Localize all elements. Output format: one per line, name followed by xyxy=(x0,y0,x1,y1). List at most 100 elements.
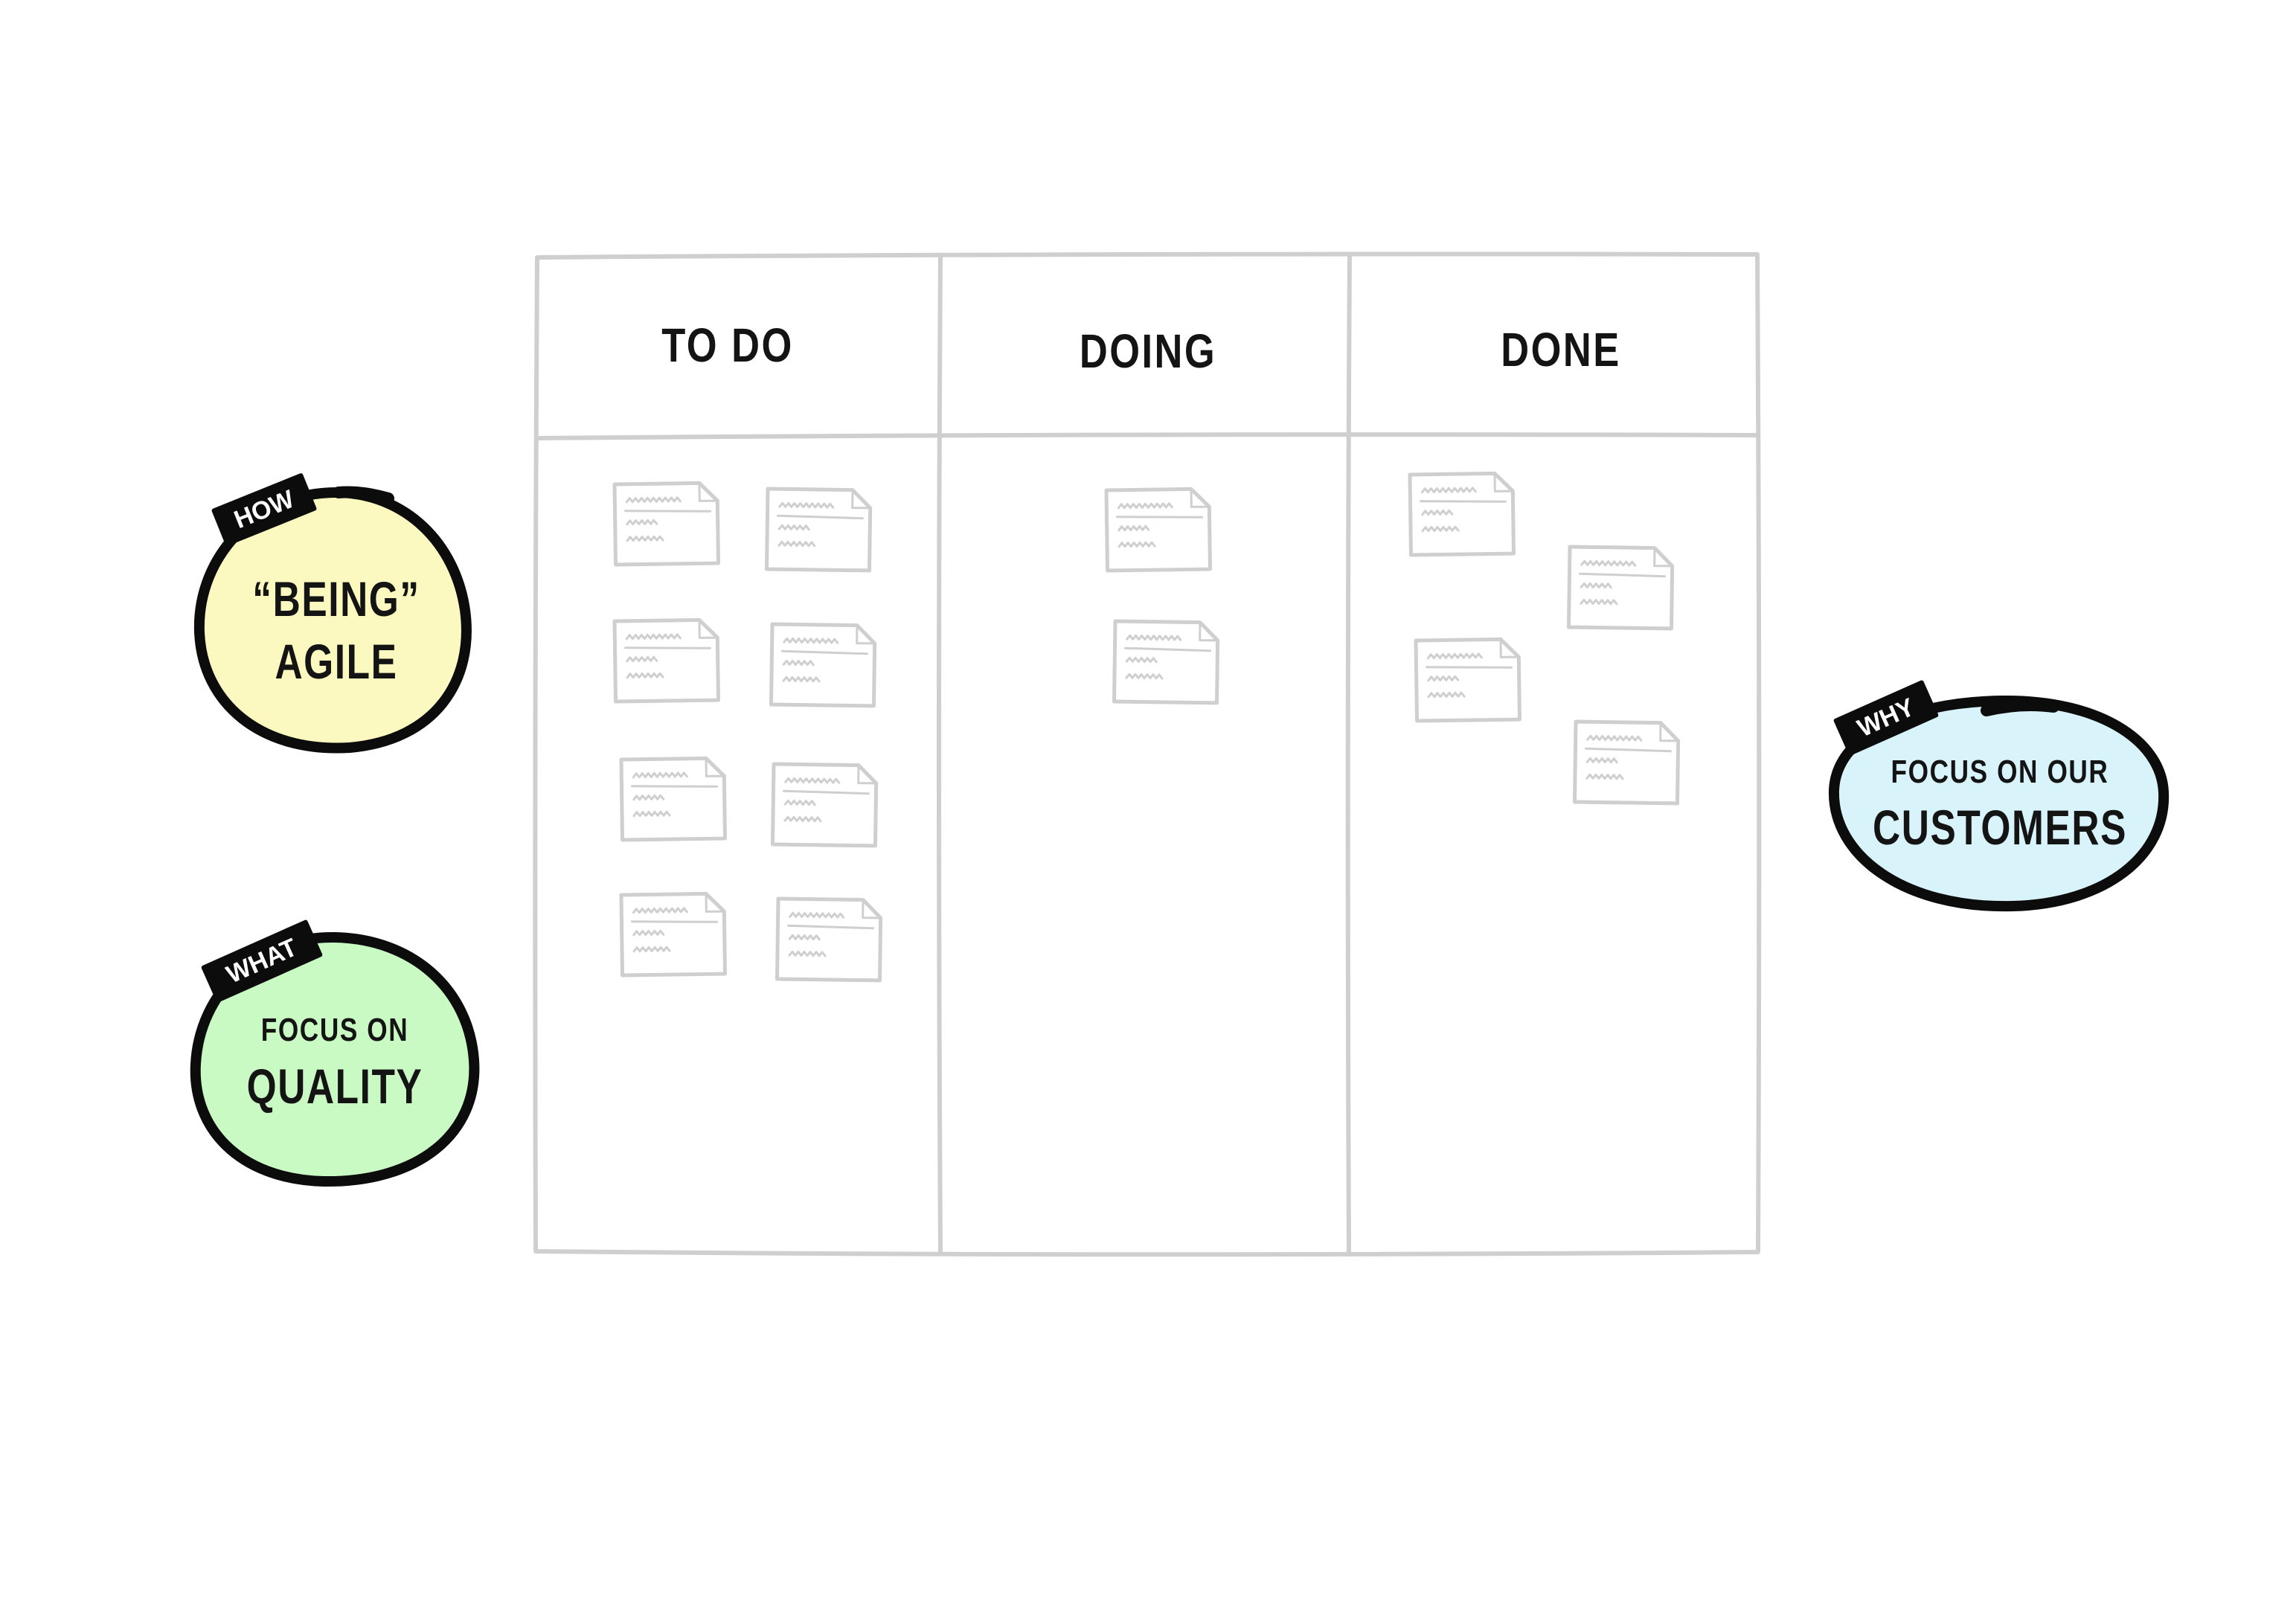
board-outline xyxy=(533,251,1762,1257)
how-tag: HOW xyxy=(211,473,317,546)
task-card-body xyxy=(775,896,883,983)
task-card-fold xyxy=(857,764,878,785)
column-header-todo[interactable]: TO DO xyxy=(661,319,794,372)
what-bubble[interactable]: WHAT FOCUS ON QUALITY xyxy=(190,919,480,1187)
what-tag-background xyxy=(201,919,323,1003)
task-card-fold xyxy=(862,899,882,919)
task-card-rule xyxy=(624,510,712,513)
task-card-body xyxy=(612,617,720,704)
task-card-scribble xyxy=(784,777,841,784)
task-card-rule xyxy=(776,514,864,520)
task-card-scribble xyxy=(1580,559,1637,567)
task-card-scribble xyxy=(1117,541,1156,548)
task-card-scribble xyxy=(1421,509,1454,516)
task-card-rule xyxy=(1420,500,1507,503)
column-header-doing[interactable]: DOING xyxy=(1080,325,1216,378)
task-card-fold xyxy=(698,481,719,502)
task-card-body xyxy=(1566,545,1675,631)
task-card-rule xyxy=(1584,747,1672,753)
task-card-scribble xyxy=(783,637,839,644)
why-bubble-stroke-tail xyxy=(1981,699,2059,716)
why-bubble-line1: FOCUS ON OUR xyxy=(1891,754,2109,790)
board-column-divider-2 xyxy=(1345,253,1352,1256)
kanban-board: TO DO DOING DONE xyxy=(533,251,1762,1257)
task-card-body xyxy=(612,481,720,567)
task-card-doing[interactable] xyxy=(1104,487,1212,573)
task-card-scribble xyxy=(632,929,665,937)
task-card-todo[interactable] xyxy=(764,487,873,573)
task-card-scribble xyxy=(783,799,816,806)
task-card-scribble xyxy=(788,934,821,941)
task-card-fold xyxy=(1199,621,1219,642)
task-card-scribble xyxy=(777,540,816,548)
task-card-scribble xyxy=(1421,525,1460,533)
task-card-scribble xyxy=(783,815,822,823)
task-card-scribble xyxy=(778,501,835,509)
task-card-fold xyxy=(856,624,876,645)
task-card-fold xyxy=(1653,547,1674,568)
task-card-scribble xyxy=(1427,675,1460,682)
task-card-scribble xyxy=(1126,634,1182,641)
task-card-body xyxy=(619,891,727,978)
what-bubble-shape xyxy=(190,931,480,1187)
how-bubble-line2: AGILE xyxy=(275,634,397,690)
task-card-todo[interactable] xyxy=(612,617,720,704)
task-card-fold xyxy=(851,489,872,510)
task-card-scribble xyxy=(789,911,845,919)
task-card-todo[interactable] xyxy=(769,622,877,708)
task-card-body xyxy=(1104,487,1212,573)
task-card-body xyxy=(764,487,873,573)
task-card-scribble xyxy=(632,946,671,953)
task-card-scribble xyxy=(626,535,664,542)
task-card-rule xyxy=(1426,666,1513,669)
task-card-todo[interactable] xyxy=(619,891,727,978)
task-card-fold xyxy=(705,757,725,777)
column-header-done[interactable]: DONE xyxy=(1501,324,1620,376)
task-card-scribble xyxy=(632,907,688,914)
task-card-rule xyxy=(780,649,868,655)
task-card-scribble xyxy=(625,496,682,504)
task-card-scribble xyxy=(632,771,688,779)
board-column-divider-1 xyxy=(937,254,943,1255)
task-card-scribble xyxy=(1580,582,1612,589)
task-card-scribble xyxy=(782,659,815,667)
task-card-scribble xyxy=(625,633,682,641)
task-card-rule xyxy=(631,785,719,788)
task-card-scribble xyxy=(1427,691,1466,699)
task-card-scribble xyxy=(632,810,671,818)
why-bubble[interactable]: WHY FOCUS ON OUR CUSTOMERS xyxy=(1828,679,2170,912)
task-card-todo[interactable] xyxy=(770,762,879,848)
task-card-todo[interactable] xyxy=(619,756,727,842)
task-card-scribble xyxy=(788,950,827,957)
task-card-todo[interactable] xyxy=(612,481,720,567)
task-card-done[interactable] xyxy=(1566,545,1675,631)
how-bubble[interactable]: HOW “BEING” AGILE xyxy=(193,472,472,754)
board-header-divider xyxy=(535,432,1760,440)
task-card-fold xyxy=(1659,722,1680,742)
task-card-doing[interactable] xyxy=(1112,619,1220,705)
task-card-todo[interactable] xyxy=(775,896,883,983)
task-card-scribble xyxy=(1580,598,1618,606)
what-bubble-line2: QUALITY xyxy=(247,1059,423,1114)
task-card-done[interactable] xyxy=(1408,471,1516,557)
task-card-done[interactable] xyxy=(1414,637,1521,723)
task-cards xyxy=(612,471,1681,983)
task-card-fold xyxy=(1493,472,1514,492)
what-bubble-line1: FOCUS ON xyxy=(261,1012,409,1048)
task-card-scribble xyxy=(1585,773,1624,780)
task-card-done[interactable] xyxy=(1572,719,1681,806)
task-card-scribble xyxy=(1426,652,1483,660)
task-card-scribble xyxy=(632,794,665,801)
task-card-body xyxy=(1408,471,1516,557)
task-card-scribble xyxy=(1586,734,1643,742)
task-card-scribble xyxy=(626,519,658,526)
task-card-body xyxy=(619,756,727,842)
task-card-fold xyxy=(705,892,725,913)
task-card-scribble xyxy=(777,524,810,531)
task-card-rule xyxy=(1578,572,1666,578)
task-card-scribble xyxy=(626,672,664,679)
task-card-scribble xyxy=(1125,656,1158,664)
task-card-scribble xyxy=(626,655,658,663)
task-card-rule xyxy=(624,646,712,649)
